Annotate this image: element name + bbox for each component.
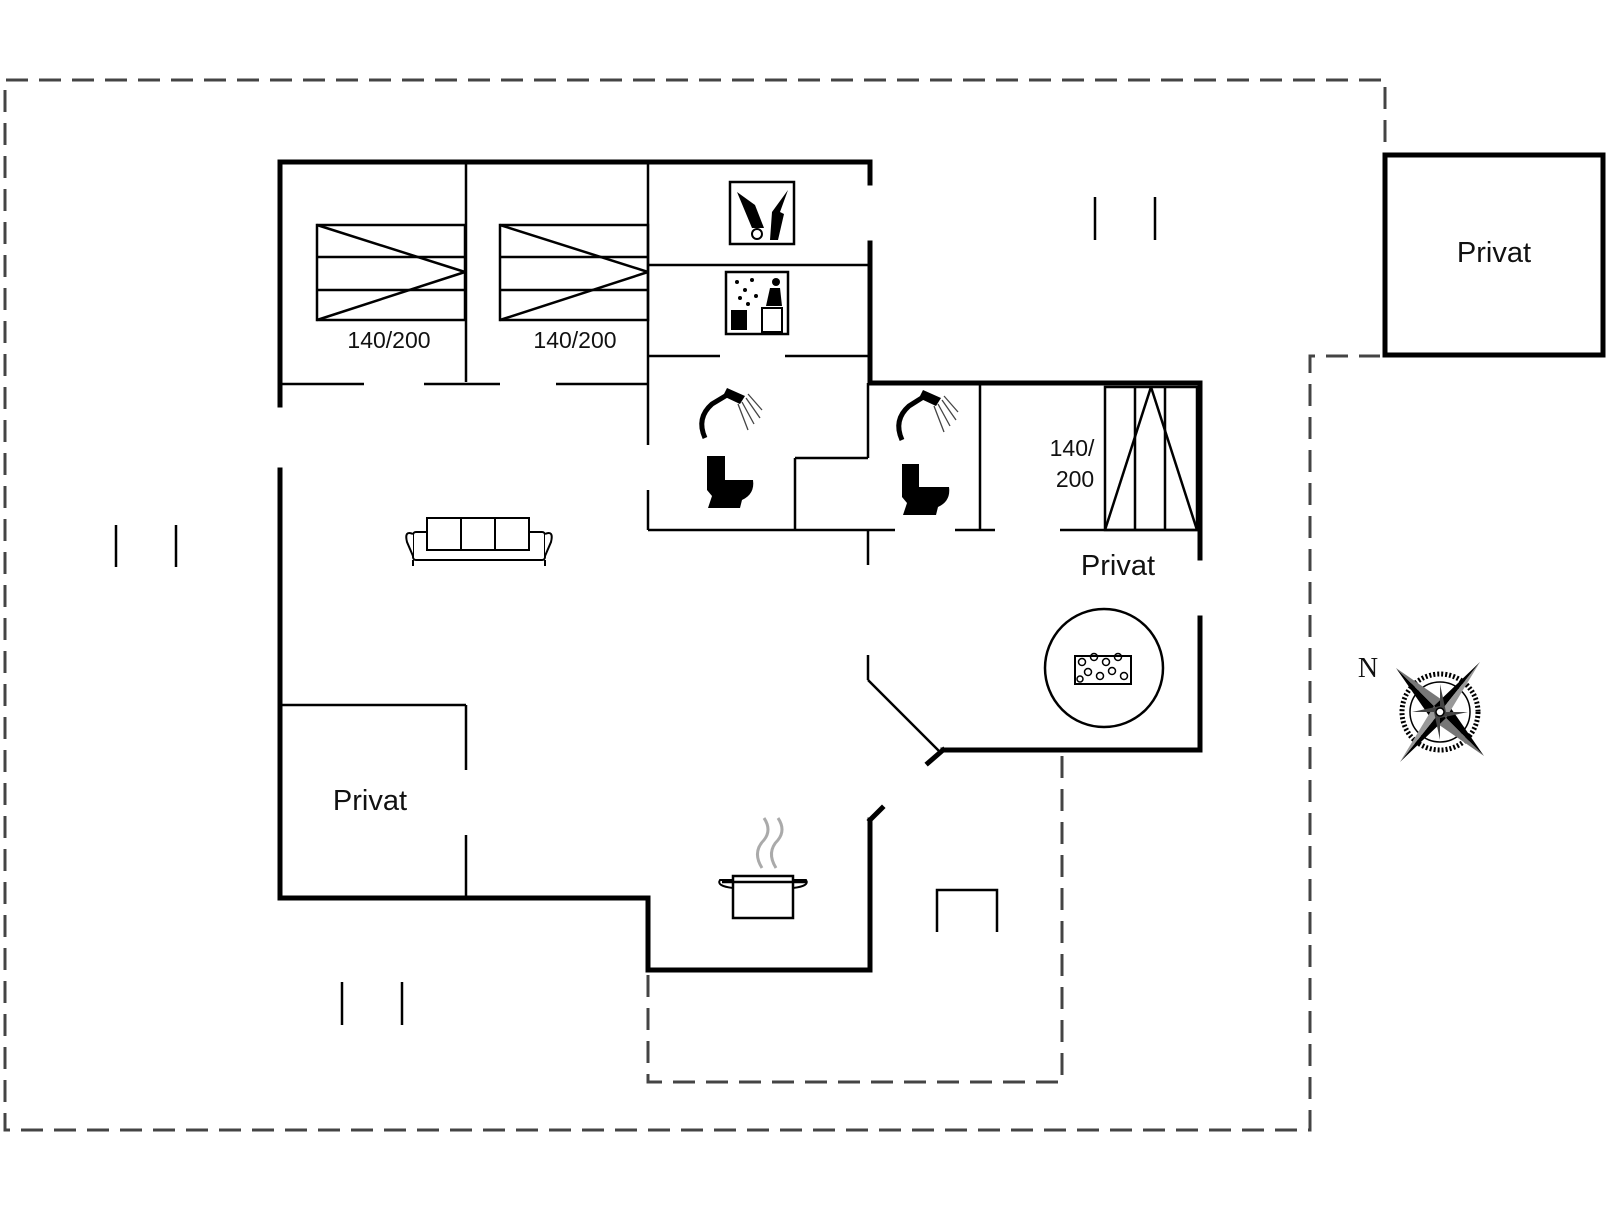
terrace-outline bbox=[646, 752, 1064, 1084]
cooking-pot-icon bbox=[718, 817, 808, 920]
shower-icon bbox=[896, 390, 959, 442]
plot-boundary bbox=[3, 78, 1387, 1132]
shower-icon bbox=[699, 388, 763, 440]
sofa-icon bbox=[405, 517, 553, 566]
toilet-icon bbox=[902, 464, 950, 515]
bed-size-bedroom-3-line1: 140/ bbox=[1050, 435, 1095, 461]
bed-bedroom-2 bbox=[498, 223, 650, 322]
compass-north-label: N bbox=[1358, 653, 1378, 684]
toilet-icon bbox=[707, 456, 754, 508]
exterior-walls bbox=[277, 159, 1203, 973]
interior-walls bbox=[280, 162, 1198, 898]
bed-size-bedroom-1: 140/200 bbox=[347, 327, 430, 353]
entrance-step bbox=[935, 888, 999, 932]
bed-bedroom-3 bbox=[1103, 385, 1199, 532]
compass-rose-icon bbox=[1396, 662, 1484, 762]
private-east-label: Privat bbox=[1081, 550, 1155, 582]
bed-size-bedroom-2: 140/200 bbox=[533, 327, 616, 353]
window-marks bbox=[114, 197, 1157, 1025]
annex-label: Privat bbox=[1457, 237, 1531, 269]
washing-machine-icon bbox=[728, 180, 796, 246]
private-west-label: Privat bbox=[333, 785, 407, 817]
sauna-icon bbox=[724, 270, 790, 336]
hot-tub-icon bbox=[1043, 607, 1165, 729]
annex-building bbox=[1382, 152, 1606, 358]
bed-bedroom-1 bbox=[315, 223, 467, 322]
bed-size-bedroom-3-line2: 200 bbox=[1056, 466, 1094, 492]
